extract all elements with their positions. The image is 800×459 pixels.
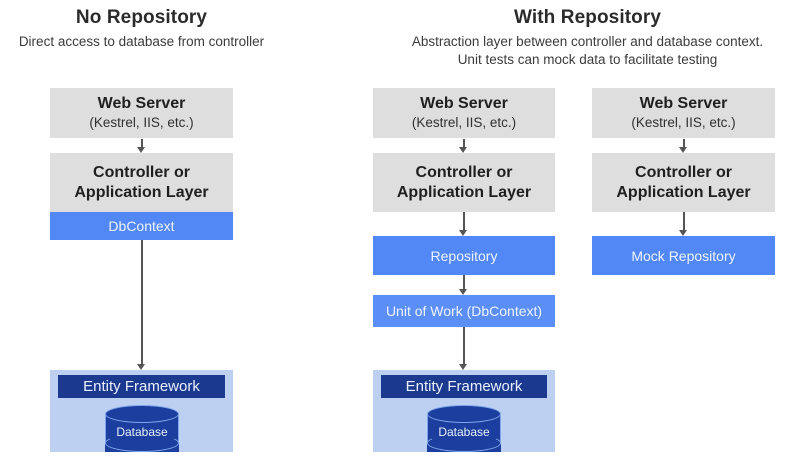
col2-repository-label: Repository <box>430 247 498 264</box>
col2-unit-of-work-box: Unit of Work (DbContext) <box>373 295 555 327</box>
col1-entity-framework-label: Entity Framework <box>83 377 200 395</box>
heading-with-repository-subtitle-line2: Unit tests can mock data to facilitate t… <box>457 52 718 67</box>
col2-database-cylinder-icon: Database <box>427 405 501 459</box>
col1-web-server-title: Web Server <box>97 95 186 112</box>
heading-no-repository: No Repository Direct access to database … <box>0 6 283 51</box>
col2-entity-framework-label: Entity Framework <box>405 377 523 395</box>
col2-arrow-webserver-to-controller <box>458 139 469 153</box>
col2-web-server-box: Web Server (Kestrel, IIS, etc.) <box>373 88 555 138</box>
col3-controller-box: Controller or Application Layer <box>592 153 775 212</box>
heading-no-repository-subtitle: Direct access to database from controlle… <box>18 34 265 49</box>
col2-unit-of-work-label: Unit of Work (DbContext) <box>385 303 543 319</box>
col3-controller-title: Controller or <box>635 163 732 181</box>
col3-arrow-webserver-to-controller <box>678 139 689 153</box>
col3-controller-subtitle: Application Layer <box>616 183 751 201</box>
col1-dbcontext-label: DbContext <box>108 218 175 234</box>
col2-data-platform-panel: Entity Framework Database <box>373 370 555 452</box>
col2-web-server-title: Web Server <box>420 95 508 112</box>
col2-entity-framework-bar: Entity Framework <box>381 375 547 398</box>
col3-web-server-box: Web Server (Kestrel, IIS, etc.) <box>592 88 775 138</box>
col2-arrow-controller-to-repository <box>458 212 469 236</box>
col3-mock-repository-box: Mock Repository <box>592 236 775 275</box>
col2-web-server-subtitle: (Kestrel, IIS, etc.) <box>411 115 517 130</box>
col1-entity-framework-bar: Entity Framework <box>58 375 225 398</box>
col1-web-server-box: Web Server (Kestrel, IIS, etc.) <box>50 88 233 138</box>
col3-mock-repository-label: Mock Repository <box>631 247 736 264</box>
col1-database-label: Database <box>116 425 168 439</box>
col2-database-label: Database <box>438 425 490 439</box>
col1-web-server-subtitle: (Kestrel, IIS, etc.) <box>89 115 194 130</box>
col3-arrow-controller-to-mockrepository <box>678 212 689 236</box>
col2-controller-subtitle: Application Layer <box>396 183 532 201</box>
col2-controller-box: Controller or Application Layer <box>373 153 555 212</box>
heading-with-repository-title: With Repository <box>514 7 661 28</box>
col1-controller-subtitle: Application Layer <box>74 183 209 201</box>
col2-arrow-unitofwork-to-ef <box>458 327 469 370</box>
col1-data-platform-panel: Entity Framework Database <box>50 370 233 452</box>
heading-with-repository-subtitle-line1: Abstraction layer between controller and… <box>411 34 764 49</box>
col1-arrow-dbcontext-to-ef <box>136 240 147 370</box>
col1-arrow-webserver-to-controller <box>136 139 147 153</box>
heading-with-repository: With Repository Abstraction layer betwee… <box>375 6 800 69</box>
col2-controller-title: Controller or <box>415 163 513 181</box>
col2-repository-box: Repository <box>373 236 555 275</box>
heading-no-repository-title: No Repository <box>75 7 208 28</box>
col1-controller-title: Controller or <box>93 163 190 181</box>
col1-database-cylinder-icon: Database <box>105 405 179 459</box>
col2-arrow-repository-to-unitofwork <box>458 275 469 295</box>
col3-web-server-subtitle: (Kestrel, IIS, etc.) <box>631 115 736 130</box>
col3-web-server-title: Web Server <box>639 95 728 112</box>
col1-controller-box: Controller or Application Layer <box>50 153 233 212</box>
col1-dbcontext-box: DbContext <box>50 212 233 240</box>
